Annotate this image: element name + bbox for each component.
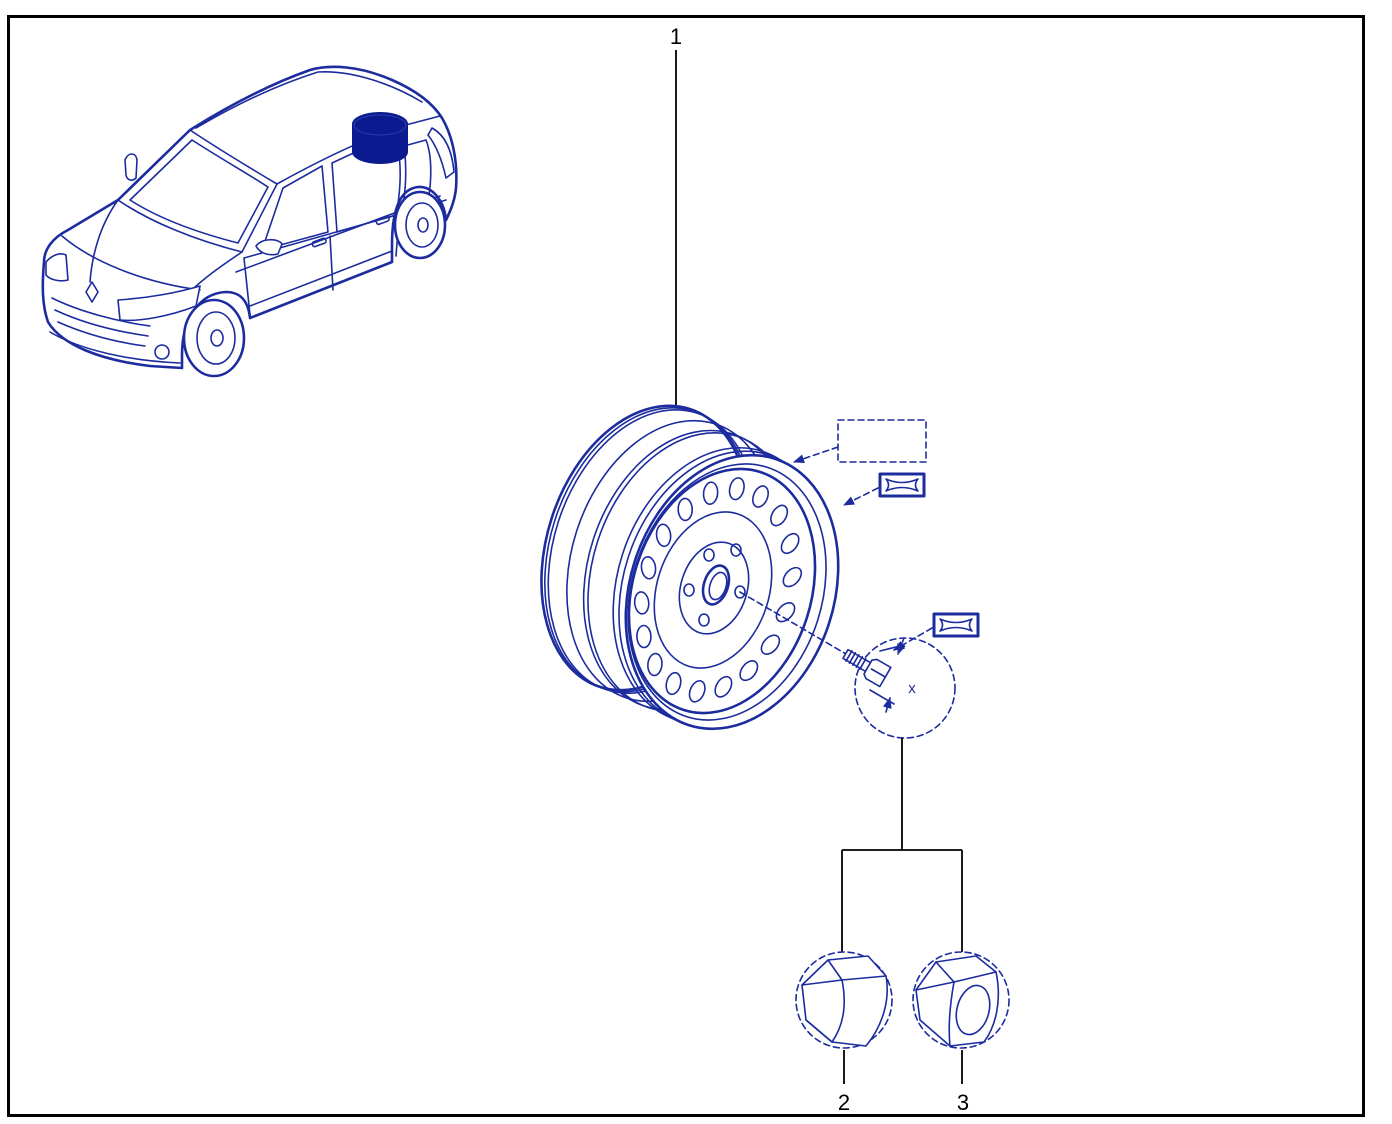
car-front-wheel — [182, 298, 246, 378]
dashed-reference-box-icon — [837, 419, 927, 463]
car-windshield — [117, 129, 278, 253]
wheel-hub-ring — [678, 541, 750, 635]
callout-2[interactable]: 2 — [838, 1090, 850, 1115]
wheel-center-bore-inner — [708, 571, 728, 601]
vent-hole — [775, 602, 796, 623]
vehicle-location-icon — [41, 65, 458, 378]
car-tail-light — [427, 127, 455, 179]
vent-hole — [688, 679, 706, 703]
car-grille-upper — [51, 297, 151, 327]
wheel-bolt — [842, 648, 892, 688]
car-side-mirror — [255, 238, 283, 256]
car-front-door-edge — [243, 257, 251, 316]
vent-hole — [714, 675, 733, 698]
car-roof-line — [195, 71, 423, 129]
symbol-box-icon — [878, 472, 926, 498]
steel-wheel — [540, 404, 840, 731]
wheel-bolt-hole — [730, 543, 742, 557]
vent-hole — [739, 660, 759, 682]
wheel-bolt-hole — [683, 583, 695, 597]
car-front-side-window — [261, 165, 329, 251]
wheel-bolt-hole — [698, 613, 710, 627]
car-headlight-left — [45, 253, 69, 282]
car-hood-front-edge — [61, 235, 201, 291]
car-windshield-inner — [129, 139, 269, 244]
diagram-frame — [7, 15, 1365, 1117]
callout-connector — [841, 738, 963, 952]
car-sill-line — [249, 250, 393, 307]
dimension-label: x — [908, 680, 916, 697]
wheel-bolt-hole — [703, 548, 715, 562]
vent-hole — [770, 504, 789, 527]
wheel-nut-cap — [795, 951, 893, 1049]
reference-box-leader — [792, 446, 839, 463]
car-fog-light — [154, 344, 170, 360]
vent-hole — [677, 497, 694, 522]
bolt-detail-circle — [854, 637, 956, 739]
wheel-bolt-hole — [734, 585, 746, 599]
car-door-split — [329, 235, 334, 291]
vent-hole — [728, 477, 745, 501]
vent-hole — [751, 485, 770, 508]
callout-3[interactable]: 3 — [957, 1090, 969, 1115]
symbol-box-leader — [842, 487, 879, 506]
car-rear-door-handle — [375, 215, 390, 226]
vent-hole — [647, 652, 663, 677]
bolt-axis-leader — [739, 591, 847, 655]
vent-hole — [782, 566, 803, 588]
vent-hole — [640, 556, 657, 580]
symbol-box-icon — [932, 612, 980, 638]
vent-hole — [780, 532, 800, 555]
vent-hole — [702, 481, 719, 505]
car-left-mirror — [124, 153, 138, 181]
vent-hole — [760, 634, 781, 655]
vent-hole — [655, 523, 672, 548]
car-rear-wheel — [393, 190, 447, 260]
vent-hole — [636, 624, 652, 649]
wheel-vent-holes — [633, 477, 803, 703]
wheel-nut-open — [912, 951, 1010, 1049]
car-hood-crease-left — [89, 199, 119, 283]
car-headlight-right — [117, 285, 201, 322]
vent-hole — [665, 671, 682, 696]
spare-wheel-location-icon — [352, 112, 408, 164]
car-grille-mid — [54, 309, 149, 337]
car-lower-bumper — [49, 331, 181, 364]
bolt-dimension: x — [869, 637, 916, 713]
callout-1[interactable]: 1 — [670, 24, 682, 49]
vent-hole — [633, 591, 650, 615]
car-front-door-handle — [311, 237, 327, 248]
car-grille-lower — [57, 321, 146, 347]
car-logo-icon — [85, 281, 99, 303]
wheel-rim-well — [627, 467, 817, 715]
wheel-center-bore — [701, 564, 731, 606]
